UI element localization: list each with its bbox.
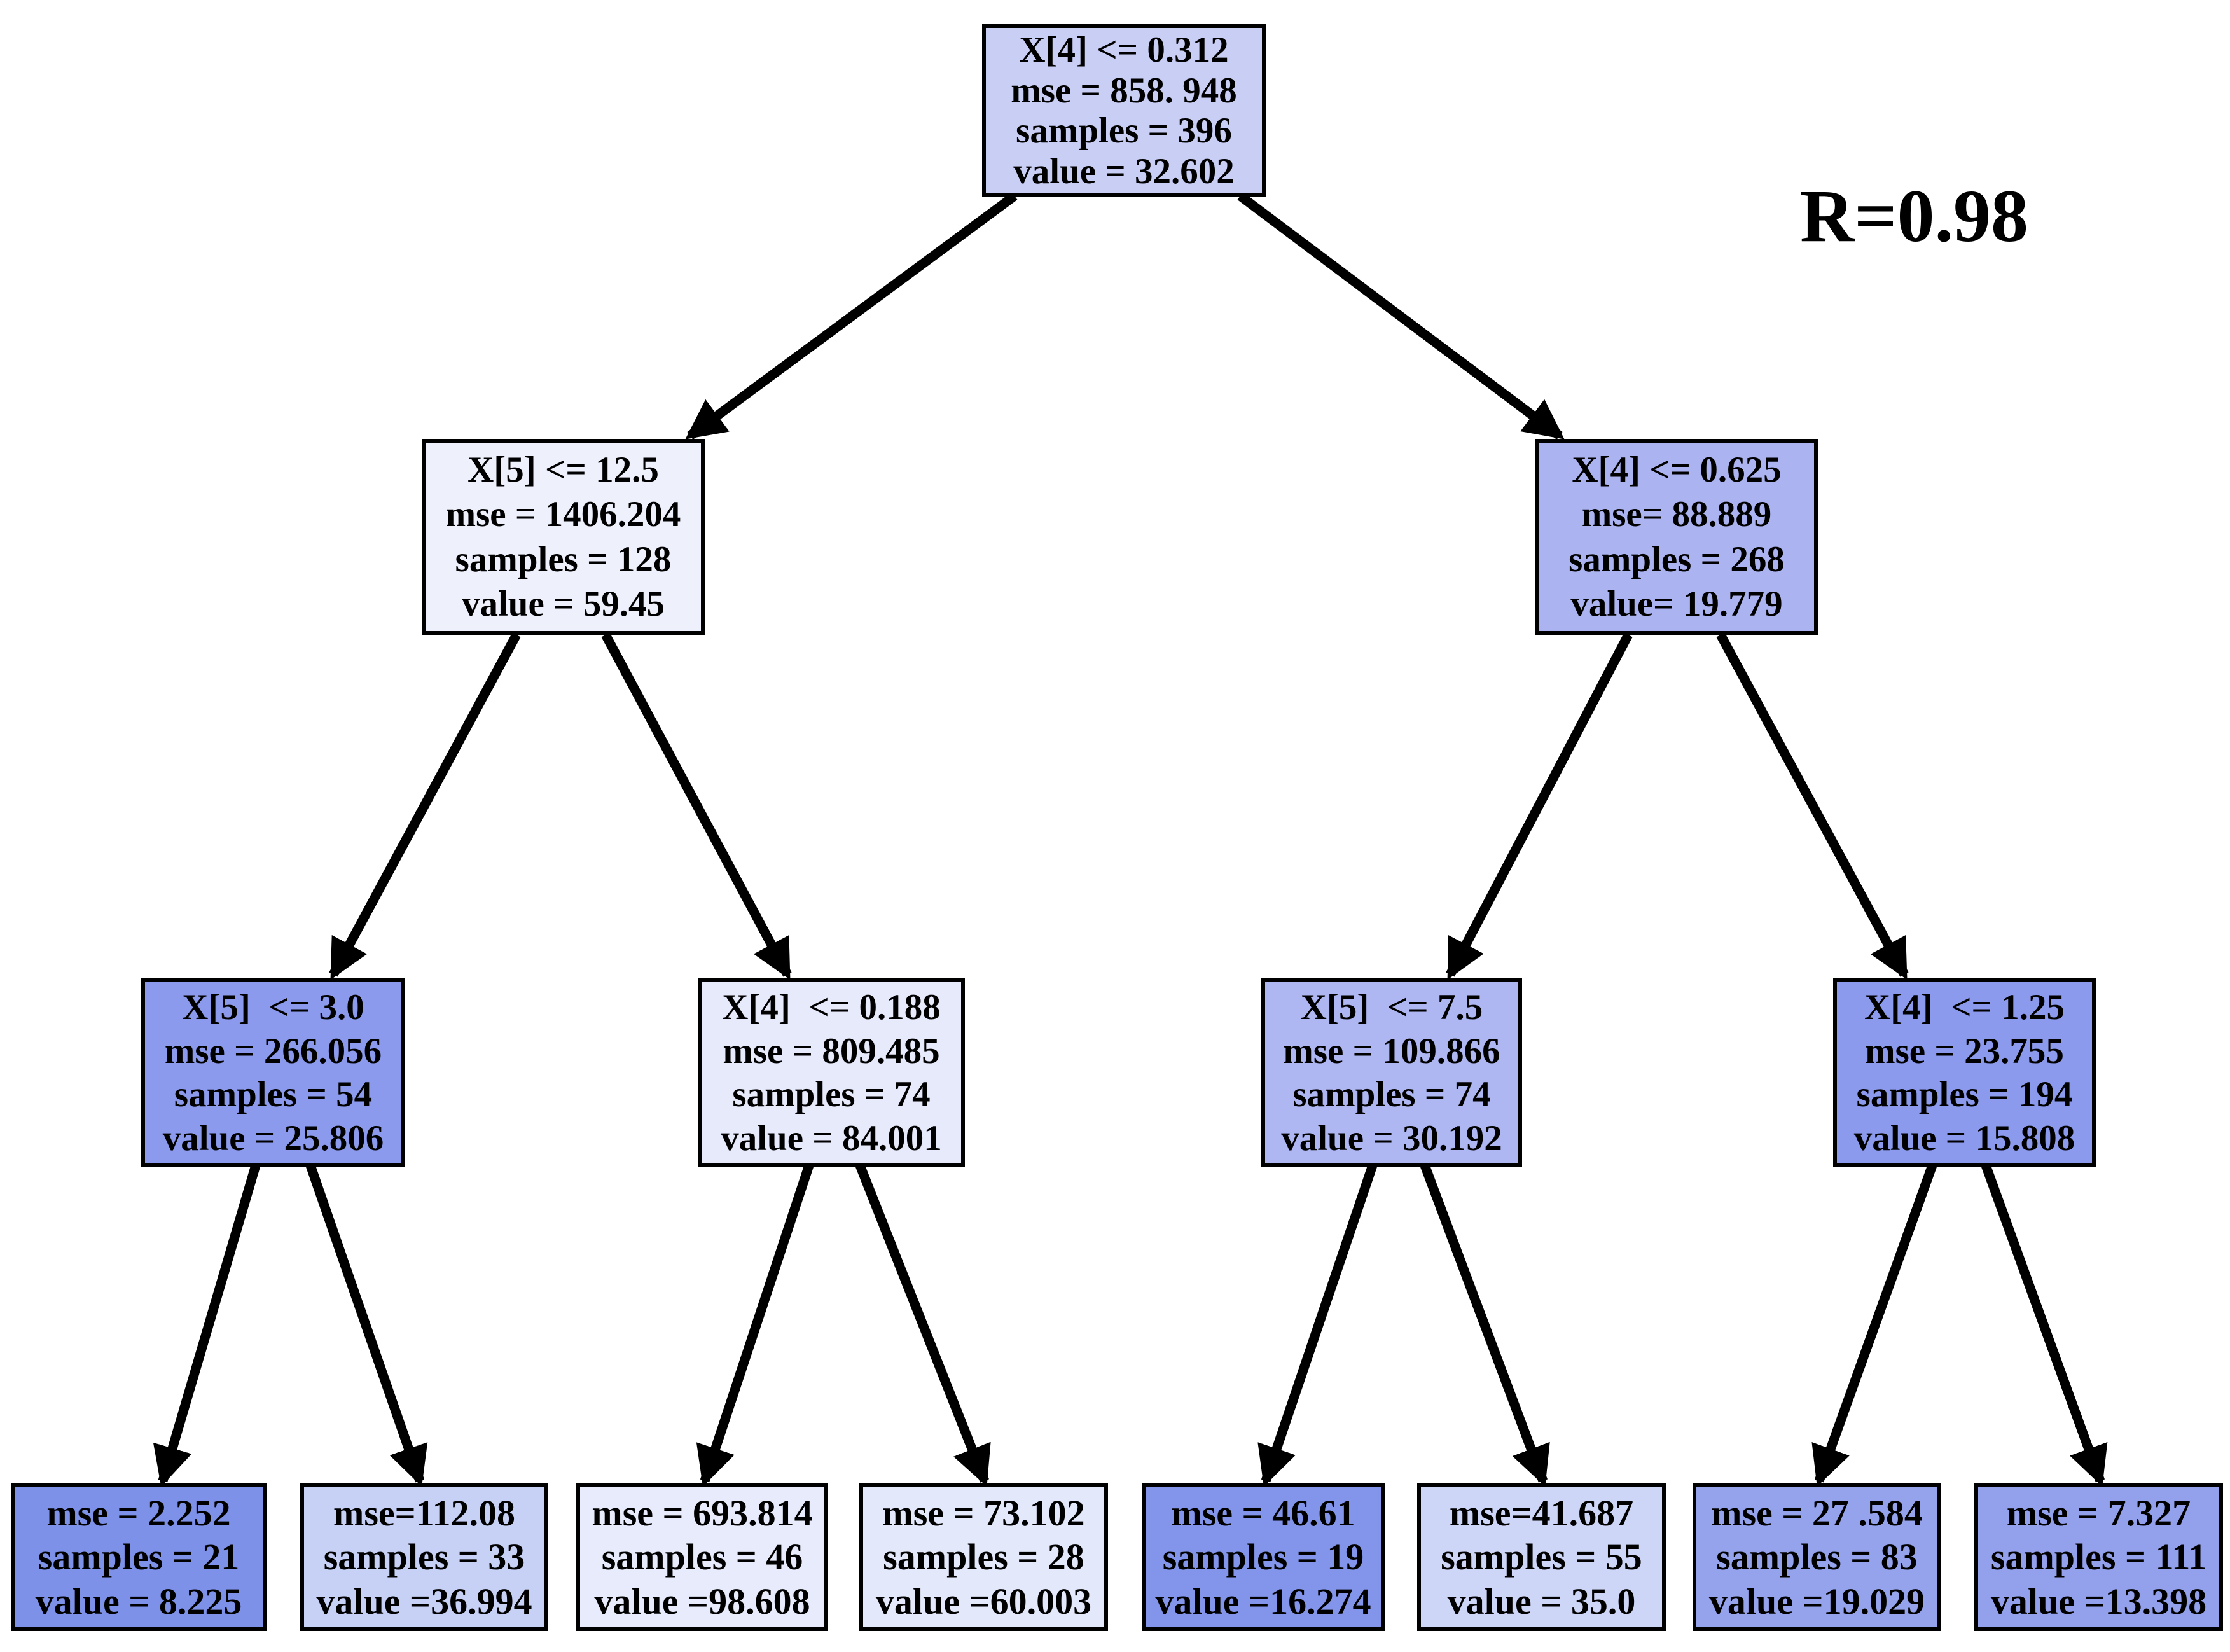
node-condition: X[4] <= 0.188	[722, 987, 941, 1028]
edge-b-leaf4	[855, 1163, 991, 1487]
node-samples: samples = 128	[455, 539, 672, 580]
tree-node-l3-a: X[5] <= 3.0 mse = 266.056 samples = 54 v…	[141, 978, 405, 1167]
node-mse: mse = 23.755	[1865, 1031, 2064, 1071]
node-samples: samples = 194	[1856, 1074, 2073, 1115]
node-mse: mse = 73.102	[882, 1492, 1085, 1534]
node-samples: samples = 396	[1016, 111, 1232, 151]
node-mse: mse = 2.252	[46, 1492, 231, 1534]
tree-node-l3-c: X[5] <= 7.5 mse = 109.866 samples = 74 v…	[1261, 978, 1522, 1167]
node-samples: samples = 46	[601, 1536, 803, 1578]
edge-b-leaf3	[696, 1163, 814, 1487]
node-samples: samples = 74	[732, 1074, 931, 1115]
edge-c-leaf5	[1257, 1163, 1378, 1487]
edge-l2l-b	[601, 632, 792, 980]
node-mse: mse=41.687	[1449, 1492, 1634, 1534]
node-mse: mse = 809.485	[723, 1031, 940, 1071]
tree-leaf-1: mse = 2.252 samples = 21 value = 8.225	[11, 1483, 267, 1631]
node-value: value= 19.779	[1570, 584, 1783, 625]
node-samples: samples = 19	[1162, 1536, 1364, 1578]
node-condition: X[4] <= 0.312	[1019, 30, 1229, 71]
edge-root-left	[685, 191, 1018, 440]
node-samples: samples = 268	[1569, 539, 1785, 580]
node-mse: mse = 46.61	[1171, 1492, 1355, 1534]
node-value: value = 35.0	[1447, 1580, 1636, 1622]
node-mse: mse = 7.327	[2006, 1492, 2191, 1534]
tree-node-l2-left: X[5] <= 12.5 mse = 1406.204 samples = 12…	[422, 439, 705, 635]
tree-leaf-4: mse = 73.102 samples = 28 value =60.003	[859, 1483, 1108, 1631]
node-value: value = 84.001	[721, 1118, 942, 1158]
edge-c-leaf6	[1420, 1163, 1550, 1487]
node-condition: X[5] <= 12.5	[467, 449, 659, 490]
node-value: value =16.274	[1155, 1580, 1371, 1622]
node-value: value = 15.808	[1853, 1118, 2075, 1158]
node-samples: samples = 55	[1441, 1536, 1642, 1578]
edge-a-leaf1	[153, 1163, 261, 1487]
edge-root-right	[1237, 192, 1565, 440]
node-value: value = 25.806	[162, 1118, 384, 1158]
node-value: value = 59.45	[461, 584, 665, 625]
node-value: value =13.398	[1990, 1580, 2207, 1622]
node-value: value = 32.602	[1013, 151, 1235, 191]
tree-leaf-2: mse=112.08 samples = 33 value =36.994	[300, 1483, 548, 1631]
r-score-label: R=0.98	[1800, 174, 2028, 258]
node-samples: samples = 54	[174, 1074, 373, 1115]
node-value: value =60.003	[875, 1580, 1092, 1622]
node-condition: X[4] <= 0.625	[1572, 449, 1782, 490]
edge-a-leaf2	[305, 1163, 428, 1487]
node-mse: mse = 109.866	[1283, 1031, 1500, 1071]
node-samples: samples = 111	[1990, 1536, 2207, 1578]
edge-l2r-c	[1446, 632, 1633, 980]
edge-d-leaf7	[1811, 1163, 1937, 1487]
tree-leaf-3: mse = 693.814 samples = 46 value =98.608	[576, 1483, 828, 1631]
node-condition: X[5] <= 3.0	[182, 987, 364, 1028]
node-samples: samples = 83	[1716, 1536, 1918, 1578]
node-value: value = 30.192	[1281, 1118, 1502, 1158]
edge-l2r-d	[1716, 632, 1909, 980]
node-value: value =19.029	[1708, 1580, 1925, 1622]
node-mse: mse = 27 .584	[1711, 1492, 1923, 1534]
tree-node-l3-b: X[4] <= 0.188 mse = 809.485 samples = 74…	[698, 978, 965, 1167]
node-samples: samples = 74	[1292, 1074, 1491, 1115]
tree-node-l2-right: X[4] <= 0.625 mse= 88.889 samples = 268 …	[1535, 439, 1818, 635]
edge-l2l-a	[329, 632, 521, 980]
node-mse: mse = 1406.204	[445, 494, 681, 535]
node-mse: mse = 693.814	[592, 1492, 813, 1534]
tree-leaf-7: mse = 27 .584 samples = 83 value =19.029	[1693, 1483, 1941, 1631]
node-value: value =98.608	[594, 1580, 810, 1622]
node-mse: mse = 858. 948	[1011, 70, 1237, 111]
tree-leaf-5: mse = 46.61 samples = 19 value =16.274	[1142, 1483, 1385, 1631]
node-condition: X[4] <= 1.25	[1864, 987, 2065, 1028]
node-samples: samples = 28	[883, 1536, 1084, 1578]
node-mse: mse=112.08	[333, 1492, 515, 1534]
node-samples: samples = 21	[38, 1536, 240, 1578]
node-mse: mse = 266.056	[164, 1031, 382, 1071]
edge-d-leaf8	[1981, 1163, 2108, 1487]
tree-node-root: X[4] <= 0.312 mse = 858. 948 samples = 3…	[982, 24, 1266, 197]
node-samples: samples = 33	[323, 1536, 525, 1578]
tree-node-l3-d: X[4] <= 1.25 mse = 23.755 samples = 194 …	[1833, 978, 2096, 1167]
node-value: value =36.994	[316, 1580, 532, 1622]
node-condition: X[5] <= 7.5	[1300, 987, 1483, 1028]
node-value: value = 8.225	[35, 1580, 242, 1622]
tree-leaf-8: mse = 7.327 samples = 111 value =13.398	[1974, 1483, 2223, 1631]
tree-leaf-6: mse=41.687 samples = 55 value = 35.0	[1417, 1483, 1666, 1631]
node-mse: mse= 88.889	[1581, 494, 1772, 535]
